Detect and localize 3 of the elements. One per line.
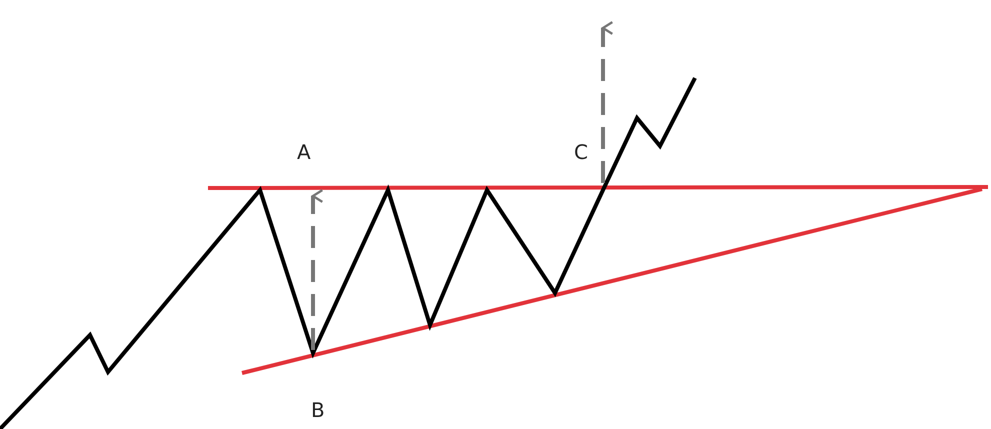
point-label: A <box>297 142 311 162</box>
point-label: C <box>574 142 588 162</box>
point-label: B <box>311 400 325 420</box>
